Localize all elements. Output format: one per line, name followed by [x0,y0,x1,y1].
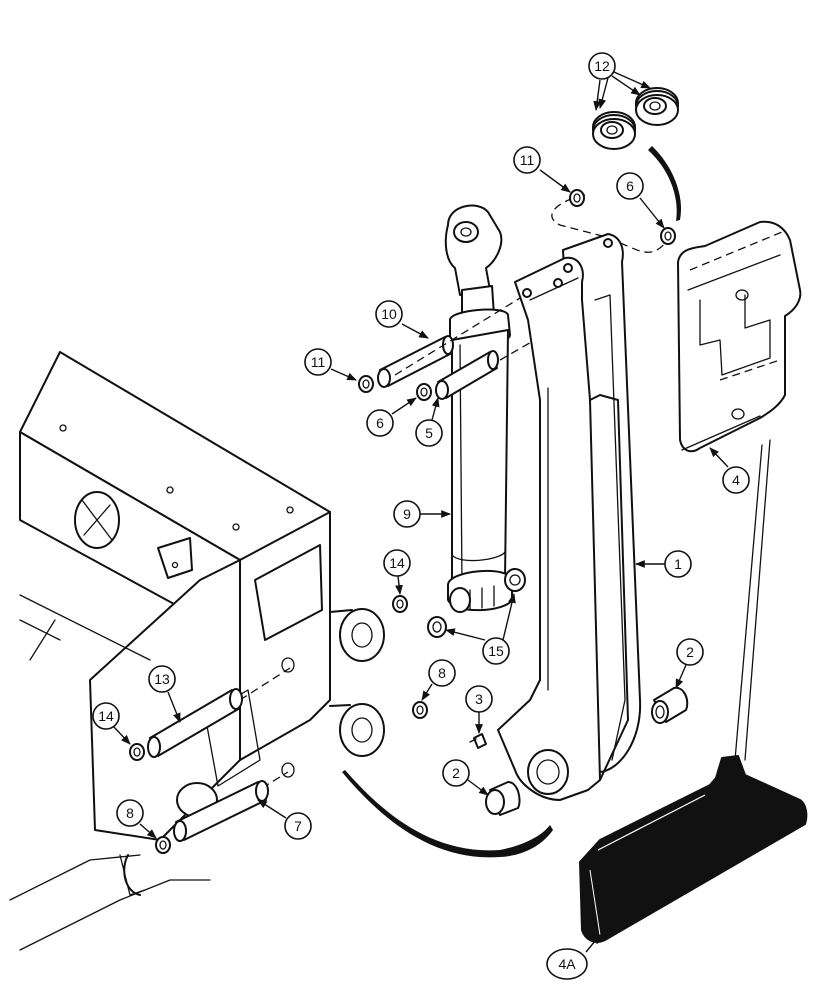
clip-14-lower [129,743,145,761]
hydraulic-cylinder [444,204,513,613]
svg-text:6: 6 [626,178,634,194]
callout-14-lower: 14 [92,702,131,745]
grease-fitting-3 [469,733,487,749]
callout-9: 9 [393,500,451,528]
svg-text:1: 1 [674,556,682,572]
callout-12: 12 [588,52,651,111]
wear-pad-12-left [592,111,636,150]
svg-text:2: 2 [452,765,460,781]
svg-text:14: 14 [98,708,114,724]
callout-1: 1 [635,550,692,578]
svg-text:11: 11 [520,152,535,168]
pin-13 [147,688,243,758]
bushing-15-left [427,616,447,638]
callout-2-lower: 2 [442,759,489,796]
svg-text:8: 8 [438,665,446,681]
svg-text:11: 11 [311,354,326,370]
main-frame [9,351,385,951]
svg-text:10: 10 [381,306,397,322]
svg-text:3: 3 [475,691,483,707]
bushing-15-right [504,568,526,592]
svg-text:4A: 4A [558,956,576,972]
svg-text:14: 14 [389,555,405,571]
svg-text:6: 6 [376,415,384,431]
bushing-2-lower [485,781,521,816]
svg-text:15: 15 [488,643,504,659]
callout-13: 13 [148,665,181,723]
pin-5 [435,350,499,400]
callout-7: 7 [257,799,312,840]
callout-11-top: 11 [513,146,571,193]
clip-11-top [569,189,585,207]
svg-text:4: 4 [732,472,740,488]
svg-text:13: 13 [154,671,170,687]
clip-6-top [660,227,676,245]
clip-8-lower [155,836,171,854]
callout-4: 4 [709,447,750,494]
pad-4a [579,755,808,943]
clip-11-left [358,375,374,393]
callout-4a: 4A [546,934,601,980]
svg-text:12: 12 [594,58,610,74]
boom-arm [497,233,642,801]
pad-4 [677,220,802,453]
callout-14-upper: 14 [383,549,411,595]
callout-8-upper: 8 [421,659,456,701]
callout-6-left: 6 [366,397,417,437]
callout-3: 3 [465,685,493,734]
callout-15: 15 [445,593,516,665]
svg-text:8: 8 [126,805,134,821]
callout-6-top: 6 [616,172,665,229]
callout-11-left: 11 [304,348,357,381]
curved-arrow-pads [648,146,682,221]
callout-5: 5 [415,397,443,447]
callout-8-lower: 8 [116,799,157,839]
clip-6-left [416,383,432,401]
bushing-2-upper [651,686,689,724]
clip-14-upper [392,595,408,613]
callout-10: 10 [375,300,429,339]
svg-text:9: 9 [403,506,411,522]
callout-2-upper: 2 [675,638,704,689]
svg-text:2: 2 [686,644,694,660]
curved-arrow-frame [342,770,553,858]
wear-pad-12-right [635,87,679,126]
svg-text:5: 5 [425,425,433,441]
svg-text:7: 7 [294,818,302,834]
clip-8-upper [412,701,428,719]
